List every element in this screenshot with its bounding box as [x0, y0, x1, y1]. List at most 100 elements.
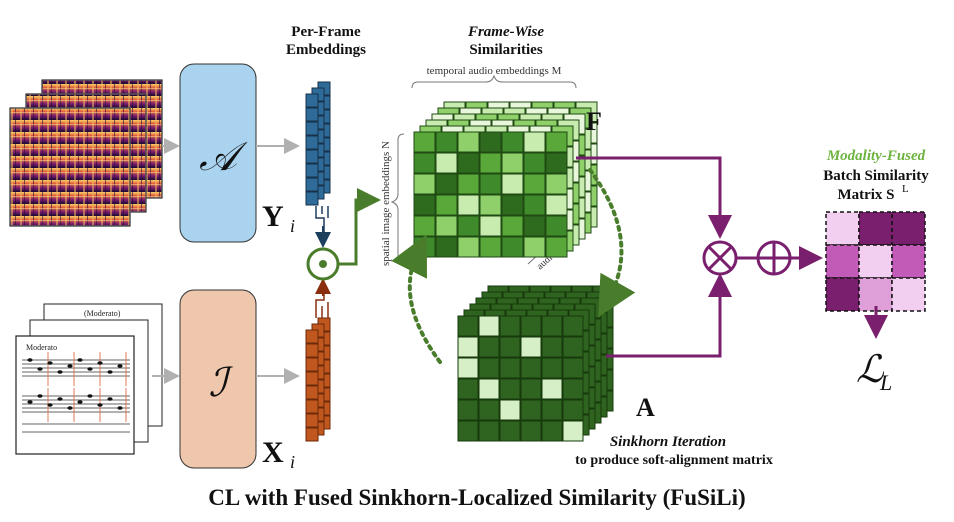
alignment-cell — [520, 357, 542, 379]
alignment-cell — [457, 420, 479, 442]
similarity-cell — [435, 152, 458, 174]
batch-matrix-cell — [858, 277, 893, 312]
batch-sim-superscript: L — [902, 183, 909, 195]
alignment-cell — [562, 315, 584, 337]
similarity-cell — [523, 152, 546, 174]
audio-embedding-cell — [305, 163, 319, 178]
note-head — [57, 397, 63, 401]
audio-encoder-box — [179, 63, 257, 243]
note-head — [37, 367, 43, 371]
batch-similarity-matrix — [825, 211, 926, 312]
alignment-cell — [520, 315, 542, 337]
note-head — [77, 358, 83, 362]
alignment-cell — [478, 399, 500, 421]
alignment-cell — [478, 378, 500, 400]
note-head — [87, 367, 93, 371]
image-embedding-cell — [305, 399, 319, 414]
alignment-cell — [457, 399, 479, 421]
alignment-cell — [562, 420, 584, 442]
similarity-cell — [413, 131, 436, 153]
batch-matrix-cell — [891, 211, 926, 246]
audio-embedding-cell — [305, 177, 319, 192]
A-label: A — [636, 393, 655, 422]
similarity-cell — [479, 194, 502, 216]
sheet-music-stack: (Moderato) Moderato — [15, 303, 163, 455]
similarity-cell — [523, 131, 546, 153]
image-embedding-stack — [305, 317, 331, 442]
arrow-F-to-multiply — [576, 156, 732, 239]
similarity-cell — [435, 194, 458, 216]
similarity-cell — [457, 152, 480, 174]
sinkhorn-loop-down — [588, 168, 636, 318]
similarity-cell — [523, 173, 546, 195]
sinkhorn-cube-A — [457, 285, 614, 442]
batch-matrix-cell — [825, 211, 860, 246]
alignment-cell — [562, 378, 584, 400]
image-embedding-cell — [305, 357, 319, 372]
similarity-cell — [413, 194, 436, 216]
similarity-cell — [457, 131, 480, 153]
similarity-cell — [413, 215, 436, 237]
note-head — [97, 361, 103, 365]
note-head — [67, 406, 73, 410]
note-head — [117, 406, 123, 410]
note-head — [77, 400, 83, 404]
spatial-brace — [390, 133, 405, 263]
note-head — [87, 394, 93, 398]
note-head — [97, 403, 103, 407]
similarity-cell — [413, 152, 436, 174]
alignment-cell — [520, 378, 542, 400]
sum-operator — [756, 240, 792, 276]
similarity-cell — [457, 236, 480, 258]
alignment-cell — [541, 357, 563, 379]
sinkhorn-caption-line2: to produce soft-alignment matrix — [575, 453, 773, 468]
audio-embedding-cell — [305, 135, 319, 150]
similarity-cell — [523, 215, 546, 237]
similarity-cell — [435, 131, 458, 153]
similarity-cell — [457, 194, 480, 216]
sheet-front: Moderato — [15, 335, 135, 455]
alignment-cell — [499, 399, 521, 421]
similarity-cell — [545, 173, 568, 195]
note-head — [67, 364, 73, 368]
note-head — [117, 364, 123, 368]
alignment-cell — [478, 420, 500, 442]
similarity-cell — [545, 236, 568, 258]
alignment-cell — [499, 420, 521, 442]
batch-sim-title-line2: Matrix S — [837, 187, 894, 203]
image-embedding-cell — [305, 413, 319, 428]
temporal-brace — [411, 74, 577, 89]
similarity-cell — [545, 194, 568, 216]
frame-wise-title-line2: Similarities — [469, 42, 542, 58]
alignment-cell — [499, 315, 521, 337]
similarity-cell — [501, 194, 524, 216]
similarity-cell — [479, 215, 502, 237]
sinkhorn-loop-up — [391, 234, 442, 364]
alignment-cell — [499, 336, 521, 358]
per-frame-title-line2: Embeddings — [286, 42, 366, 58]
note-head — [47, 361, 53, 365]
alignment-cell — [520, 420, 542, 442]
arrow-A-to-multiply — [606, 273, 732, 358]
note-head — [57, 370, 63, 374]
similarity-cell — [545, 152, 568, 174]
batch-sim-title-line1: Batch Similarity — [823, 168, 929, 184]
similarity-cell — [479, 236, 502, 258]
image-embedding-cell — [305, 427, 319, 442]
per-frame-title-line1: Per-Frame — [291, 24, 361, 40]
modality-fused-label: Modality-Fused — [826, 148, 926, 164]
frame-wise-title-line1: Frame-Wise — [467, 24, 544, 40]
similarity-cell — [435, 236, 458, 258]
alignment-cell — [562, 399, 584, 421]
audio-embedding-cell — [305, 149, 319, 164]
alignment-cell — [562, 357, 584, 379]
audio-embedding-cell — [305, 121, 319, 136]
sinkhorn-caption-line1: Sinkhorn Iteration — [610, 434, 726, 450]
similarity-cell — [501, 152, 524, 174]
score-title: Moderato — [26, 343, 57, 352]
similarity-cell — [545, 131, 568, 153]
image-embedding-cell — [305, 343, 319, 358]
alignment-cell — [541, 378, 563, 400]
x-subscript: i — [290, 452, 295, 472]
